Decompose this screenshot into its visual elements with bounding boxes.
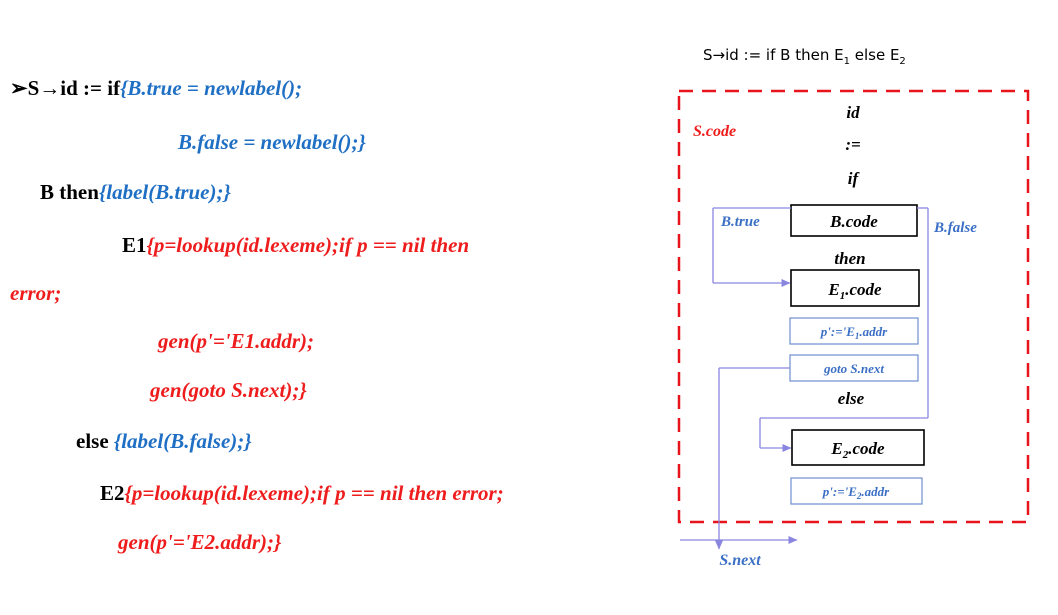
id-label: id: [846, 103, 860, 122]
scode-boundary: [677, 89, 1030, 524]
code-keyword: E1: [122, 233, 147, 257]
scode-label: S.code: [693, 123, 736, 140]
code-action: {label(B.false);}: [113, 429, 252, 453]
code-keyword: E2: [100, 481, 125, 505]
code-action: {p=lookup(id.lexeme);if p == nil then er…: [124, 481, 504, 505]
code-line-5: error;: [10, 283, 61, 304]
code-line-7: gen(goto S.next);}: [150, 380, 307, 401]
code-line-6: gen(p'='E1.addr);: [158, 331, 314, 352]
code-action: {B.true = newlabel();: [120, 76, 303, 100]
code-line-9: E2{p=lookup(id.lexeme);if p == nil then …: [100, 483, 504, 504]
e1code-box: [790, 269, 920, 307]
bullet-arrow-icon: ➢: [10, 76, 28, 100]
p2addr-box: [790, 477, 923, 505]
assign-label: :=: [845, 135, 860, 154]
e2code-box: [791, 429, 925, 466]
btrue-label: B.true: [720, 214, 760, 230]
code-keyword: B then: [40, 180, 99, 204]
diagram-caption: S→id := if B then E1 else E2: [703, 46, 906, 67]
code-line-8: else {label(B.false);}: [76, 431, 252, 452]
code-keyword: S→id := if: [27, 76, 121, 100]
code-line-4: E1{p=lookup(id.lexeme);if p == nil then: [122, 235, 469, 256]
code-action: B.false = newlabel();}: [178, 130, 366, 154]
p1addr-box: [789, 317, 919, 345]
code-action: gen(p'='E1.addr);: [158, 329, 315, 353]
code-line-2: B.false = newlabel();}: [178, 132, 366, 153]
bfalse-label: B.false: [933, 220, 977, 236]
bcode-box: [790, 204, 918, 237]
snext-label: S.next: [719, 552, 761, 569]
code-action: error;: [10, 281, 62, 305]
p2addr-label: p':='E2.addr: [822, 484, 890, 501]
e2code-label: E2.code: [830, 439, 885, 461]
goto-label: goto S.next: [823, 361, 884, 376]
code-line-1: ➢S→id := if{B.true = newlabel();: [10, 78, 302, 99]
p1addr-label: p':='E1.addr: [820, 324, 888, 341]
code-line-10: gen(p'='E2.addr);}: [118, 532, 281, 553]
code-action: gen(p'='E2.addr);}: [118, 530, 282, 554]
else-label: else: [838, 389, 865, 408]
e1code-label: E1.code: [827, 280, 882, 302]
then-label: then: [834, 249, 865, 268]
if-label: if: [848, 169, 861, 188]
code-line-3: B then{label(B.true);}: [40, 182, 231, 203]
code-keyword: else: [76, 429, 114, 453]
code-action: gen(goto S.next);}: [150, 378, 307, 402]
code-action: {p=lookup(id.lexeme);if p == nil then: [146, 233, 470, 257]
bcode-label: B.code: [829, 212, 878, 231]
code-action: {label(B.true);}: [98, 180, 231, 204]
